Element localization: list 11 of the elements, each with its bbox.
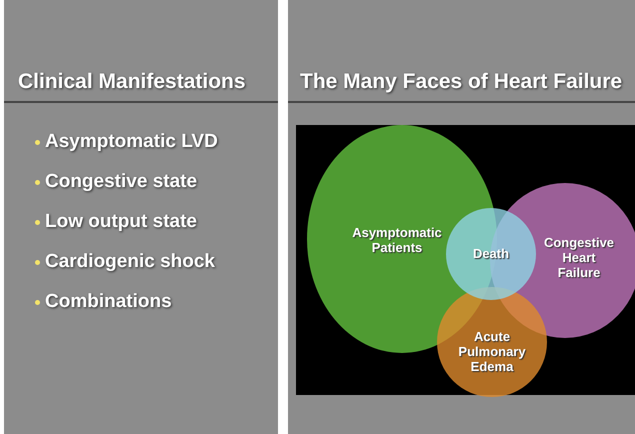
bullet-text: Asymptomatic LVD (45, 131, 218, 153)
circle-label: Death (472, 246, 510, 261)
bullet-text: Combinations (45, 291, 172, 313)
bullet-text: Cardiogenic shock (45, 251, 215, 273)
circle-label: Acute Pulmonary Edema (457, 329, 527, 374)
heading: The Many Faces of Heart Failure (300, 70, 622, 94)
bullet-text: Low output state (45, 211, 197, 233)
circle-label: Congestive Heart Failure (542, 235, 616, 280)
bullet-text: Congestive state (45, 171, 198, 193)
circle-label: Asymptomatic Patients (352, 225, 442, 255)
heading: Clinical Manifestations (18, 70, 246, 94)
